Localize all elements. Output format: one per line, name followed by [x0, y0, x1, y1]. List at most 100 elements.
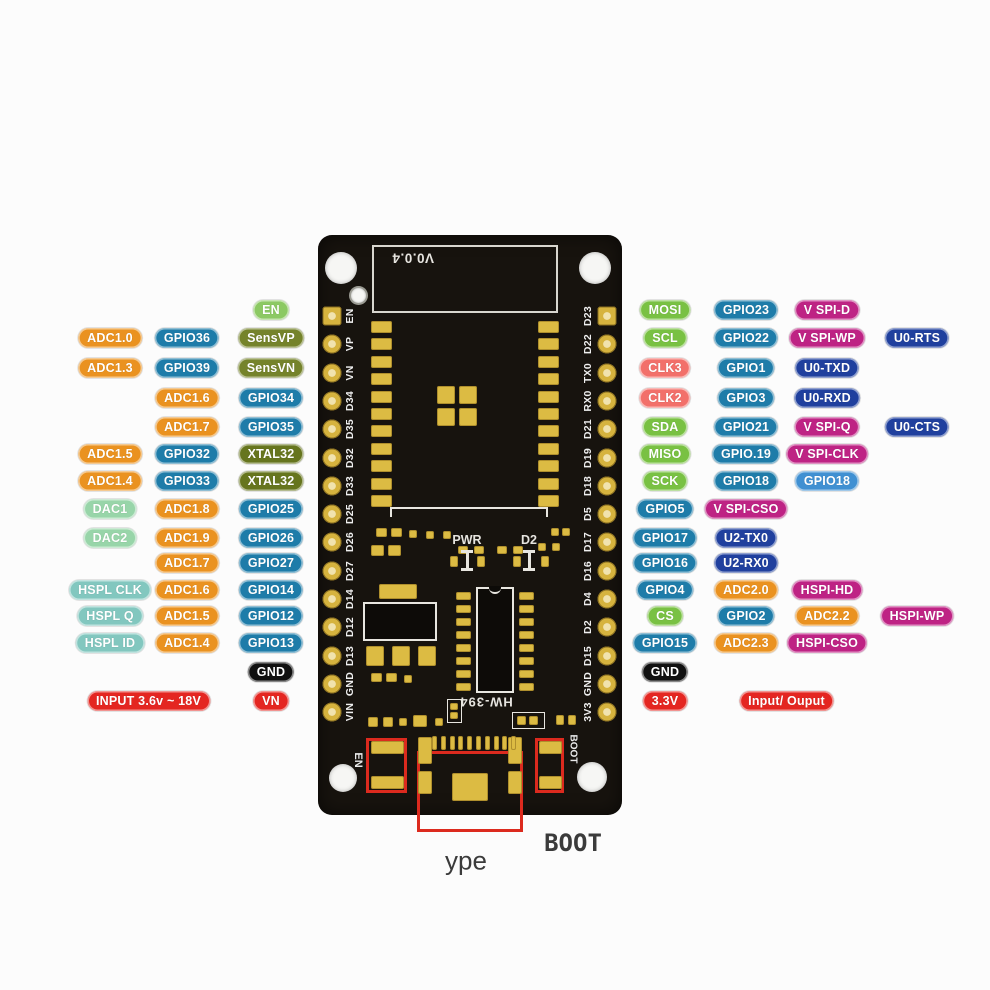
solder-pad [519, 644, 534, 652]
solder-pad [371, 373, 392, 386]
pin-name: D21 [582, 419, 594, 440]
pin-function-badge: HSPL ID [75, 633, 145, 653]
pin-name: VP [344, 336, 356, 352]
solder-pad [371, 390, 392, 403]
pin-hole [322, 334, 342, 354]
solder-pad [371, 408, 392, 420]
pin-hole [597, 561, 617, 581]
solder-pad [541, 556, 549, 567]
pin-function-badge: ADC1.6 [155, 388, 219, 408]
pin-function-badge: GPIO36 [154, 328, 220, 348]
pin-function-badge: HSPI-WP [880, 606, 954, 626]
pin-function-badge: GPIO15 [632, 633, 698, 653]
solder-pad [552, 543, 560, 551]
boot-button-label: BOOT [567, 734, 579, 764]
pin-function-badge: ADC1.9 [155, 528, 219, 548]
pin-function-badge: GPIO14 [238, 580, 304, 600]
pin-name: D13 [344, 645, 356, 666]
pin-hole [322, 363, 342, 383]
solder-pad [508, 771, 522, 794]
solder-pad [562, 528, 570, 536]
solder-pad [519, 683, 534, 691]
pin-function-badge: CLK2 [639, 388, 691, 408]
solder-pad [538, 338, 559, 351]
solder-pad [449, 736, 455, 750]
pin-hole [597, 589, 617, 609]
solder-pad [477, 556, 485, 567]
silkscreen-line [523, 568, 535, 571]
pin-function-badge: DAC2 [83, 528, 137, 548]
solder-pad [391, 528, 402, 537]
pin-function-badge: HSPL Q [77, 606, 143, 626]
solder-pad [459, 386, 477, 404]
solder-pad [426, 531, 434, 539]
silkscreen-line [461, 568, 473, 571]
solder-pad [497, 546, 507, 554]
pin-hole [597, 391, 617, 411]
solder-pad [371, 776, 404, 789]
solder-pad [371, 477, 392, 490]
pin-name: D34 [344, 390, 356, 411]
model-text: HW-394 [459, 694, 513, 710]
solder-pad [371, 495, 392, 507]
pin-hole [322, 532, 342, 552]
usb-caption: ype [445, 845, 487, 876]
solder-pad [484, 736, 490, 750]
solder-pad [519, 605, 534, 613]
component-outline [512, 712, 545, 729]
solder-pad [409, 530, 417, 538]
solder-pad [450, 703, 458, 710]
pin-hole [597, 448, 617, 467]
solder-pad [435, 718, 443, 726]
solder-pad [452, 773, 488, 801]
pin-name: D14 [344, 588, 356, 610]
pin-name: D2 [582, 620, 594, 635]
pin-name: D15 [582, 645, 594, 666]
solder-pad [538, 442, 559, 455]
solder-pad [538, 460, 559, 473]
pin-function-badge: ADC1.7 [155, 417, 219, 437]
solder-pad [513, 546, 523, 554]
pin-name: D25 [344, 504, 356, 525]
mounting-hole [577, 762, 607, 792]
en-button-label: EN [352, 752, 364, 768]
solder-pad [538, 390, 559, 403]
pin-function-badge: EN [253, 300, 289, 320]
pin-function-badge: ADC1.4 [78, 471, 142, 491]
d2-led-label: D2 [521, 533, 537, 547]
pin-function-badge: CLK3 [639, 358, 691, 378]
solder-pad [440, 736, 446, 750]
pin-function-badge: GPIO33 [154, 471, 220, 491]
pin-function-badge: GPIO17 [632, 528, 698, 548]
solder-pad [529, 716, 538, 725]
solder-pad [519, 657, 534, 665]
ic-notch [489, 586, 501, 594]
solder-pad [388, 545, 401, 556]
boot-button-outline [535, 738, 564, 793]
ic-chip [476, 587, 514, 693]
solder-pad [538, 408, 559, 420]
pin-function-badge: GPIO32 [154, 444, 220, 464]
solder-pad [366, 646, 384, 666]
pin-name: D26 [344, 532, 356, 553]
pin-function-badge: ADC1.4 [155, 633, 219, 653]
pin-hole [322, 702, 342, 722]
pin-hole [597, 306, 617, 326]
solder-pad [456, 657, 471, 665]
solder-pad [437, 386, 455, 404]
pin-function-badge: GND [247, 662, 295, 682]
solder-pad [519, 618, 534, 626]
solder-pad [371, 460, 392, 473]
solder-pad [511, 736, 517, 750]
pin-name: EN [344, 308, 356, 324]
antenna-region [372, 245, 558, 313]
pin-function-badge: DAC1 [83, 499, 137, 519]
pin-function-badge: XTAL32 [238, 471, 304, 491]
pin-function-badge: SCK [642, 471, 688, 491]
pin-function-badge: GPIO13 [238, 633, 304, 653]
version-text: V0.0.4 [391, 250, 435, 266]
solder-pad [404, 675, 412, 683]
silkscreen-line [390, 507, 548, 509]
pin-function-badge: CS [647, 606, 683, 626]
